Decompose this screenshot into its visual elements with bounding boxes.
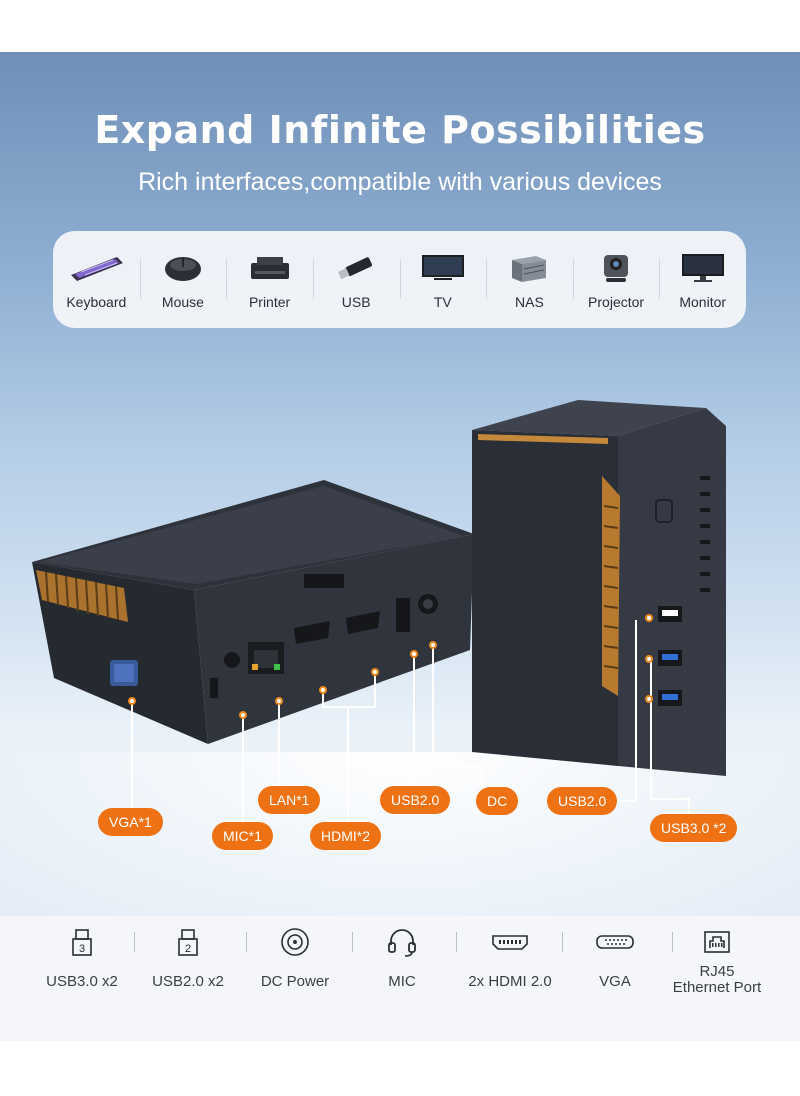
port-vga: VGA bbox=[565, 916, 665, 1041]
dc-power-icon bbox=[278, 924, 312, 960]
device-keyboard: Keyboard bbox=[53, 231, 140, 328]
callout-line-dc-a bbox=[432, 648, 434, 768]
port-marker-hdmi2 bbox=[319, 686, 327, 694]
hdmi-port-icon bbox=[490, 924, 530, 960]
device-label: Printer bbox=[248, 294, 291, 310]
device-label: USB bbox=[341, 294, 371, 310]
callout-line-usb30-c bbox=[688, 798, 690, 818]
compatible-devices-strip: Keyboard Mouse Printer bbox=[53, 231, 746, 328]
device-usb: USB bbox=[312, 231, 400, 328]
callout-line-hdmi-d bbox=[347, 706, 349, 822]
mouse-icon bbox=[153, 250, 213, 286]
port-separator bbox=[134, 932, 135, 952]
callout-badge-usb30: USB3.0 *2 bbox=[650, 814, 738, 842]
device-label: Monitor bbox=[679, 294, 727, 310]
port-label: MIC bbox=[388, 973, 416, 990]
callout-line-hdmi-c bbox=[374, 676, 376, 708]
callout-line-usb20-side-a bbox=[635, 620, 637, 802]
device-nas: NAS bbox=[486, 231, 573, 328]
port-separator bbox=[352, 932, 353, 952]
device-label: Projector bbox=[588, 294, 645, 310]
usb-drive-icon bbox=[326, 250, 386, 286]
device-mouse: Mouse bbox=[139, 231, 227, 328]
page-subtitle: Rich interfaces,compatible with various … bbox=[138, 168, 662, 196]
device-projector: Projector bbox=[572, 231, 660, 328]
port-legend-bar: 3 USB3.0 x2 2 USB2.0 x2 DC Power bbox=[0, 916, 800, 1041]
usb3-port-icon: 3 bbox=[67, 924, 97, 960]
port-separator bbox=[456, 932, 457, 952]
port-label-line1: RJ45 bbox=[699, 963, 735, 980]
callout-badge-usb20-side: USB2.0 bbox=[547, 787, 618, 815]
callout-line-usb20-back bbox=[413, 656, 415, 786]
callout-line-hdmi-a bbox=[322, 694, 324, 708]
usb2-port-icon: 2 bbox=[173, 924, 203, 960]
callout-badge-vga: VGA*1 bbox=[98, 808, 163, 836]
vga-port-icon bbox=[595, 924, 635, 960]
port-separator bbox=[246, 932, 247, 952]
tv-icon bbox=[413, 250, 473, 286]
callout-line-vga bbox=[131, 700, 133, 808]
port-rj45: RJ45 Ethernet Port bbox=[662, 916, 772, 1041]
callout-line-dc-c bbox=[481, 766, 483, 786]
printer-icon bbox=[240, 250, 300, 286]
mini-pc-side-view bbox=[472, 400, 726, 776]
rj45-port-icon bbox=[702, 924, 732, 960]
callout-line-mic bbox=[242, 714, 244, 822]
device-label: Mouse bbox=[161, 294, 204, 310]
device-label: NAS bbox=[515, 294, 544, 310]
port-label: RJ45 Ethernet Port bbox=[673, 964, 761, 996]
keyboard-icon bbox=[66, 250, 126, 286]
page-title: Expand Infinite Possibilities bbox=[94, 108, 706, 152]
device-label: Keyboard bbox=[66, 294, 127, 310]
projector-icon bbox=[586, 250, 646, 286]
usb3-marker: 3 bbox=[79, 943, 85, 955]
port-label-line2: Ethernet Port bbox=[672, 979, 762, 996]
port-mic: MIC bbox=[352, 916, 452, 1041]
device-monitor: Monitor bbox=[659, 231, 746, 328]
callout-badge-hdmi: HDMI*2 bbox=[310, 822, 382, 850]
port-label: USB3.0 x2 bbox=[46, 973, 118, 990]
port-marker-usb20-side bbox=[645, 614, 653, 622]
port-marker-usb30-1 bbox=[645, 655, 653, 663]
port-usb20: 2 USB2.0 x2 bbox=[138, 916, 238, 1041]
monitor-icon bbox=[673, 250, 733, 286]
port-separator bbox=[562, 932, 563, 952]
callout-badge-mic: MIC*1 bbox=[212, 822, 273, 850]
port-hdmi: 2x HDMI 2.0 bbox=[458, 916, 562, 1041]
port-marker-mic bbox=[239, 711, 247, 719]
usb2-marker: 2 bbox=[185, 943, 191, 955]
callout-badge-lan: LAN*1 bbox=[258, 786, 321, 814]
port-marker-lan bbox=[275, 697, 283, 705]
mini-pc-back-view bbox=[32, 480, 474, 744]
callout-line-usb30-b bbox=[650, 798, 690, 800]
port-marker-usb30-2 bbox=[645, 695, 653, 703]
callout-line-dc-b bbox=[432, 766, 482, 768]
port-separator bbox=[672, 932, 673, 952]
port-dc-power: DC Power bbox=[245, 916, 345, 1041]
callout-line-usb30-a bbox=[650, 658, 652, 800]
callout-badge-dc: DC bbox=[476, 787, 519, 815]
device-printer: Printer bbox=[226, 231, 313, 328]
device-label: TV bbox=[433, 294, 452, 310]
port-marker-dc bbox=[429, 641, 437, 649]
nas-icon bbox=[499, 250, 559, 286]
port-marker-usb20-back bbox=[410, 650, 418, 658]
port-label: VGA bbox=[599, 973, 631, 990]
headset-mic-icon bbox=[385, 924, 419, 960]
device-tv: TV bbox=[399, 231, 487, 328]
port-marker-hdmi1 bbox=[371, 668, 379, 676]
port-marker-vga bbox=[128, 697, 136, 705]
port-label: DC Power bbox=[260, 973, 330, 990]
port-label: USB2.0 x2 bbox=[152, 973, 224, 990]
callout-badge-usb20-back: USB2.0 bbox=[380, 786, 451, 814]
callout-line-lan bbox=[278, 702, 280, 786]
port-usb30: 3 USB3.0 x2 bbox=[32, 916, 132, 1041]
port-label: 2x HDMI 2.0 bbox=[468, 973, 552, 990]
callout-line-usb20-side-b bbox=[612, 800, 637, 802]
